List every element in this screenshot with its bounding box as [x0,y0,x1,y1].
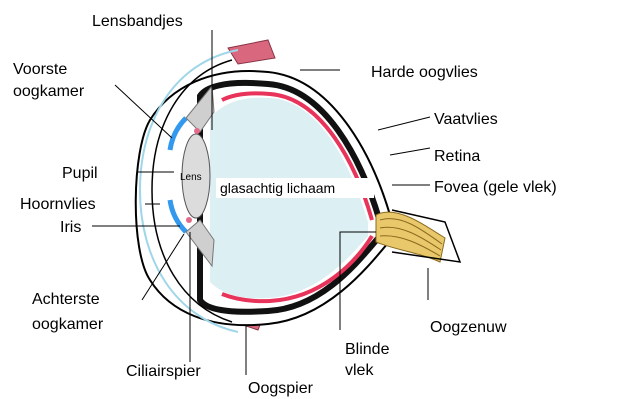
label-fovea: Fovea (gele vlek) [434,179,557,196]
label-lens: Lens [180,172,202,183]
label-oogspier: Oogspier [248,380,314,397]
label-achterste-oogkamer-2: oogkamer [32,316,104,333]
label-glasachtig-lichaam: glasachtig lichaam [220,180,335,196]
label-voorste-oogkamer-2: oogkamer [13,83,85,100]
label-ciliairspier: Ciliairspier [126,363,201,380]
label-blinde-vlek-1: Blinde [345,341,390,358]
label-retina: Retina [434,148,480,165]
upper-eye-muscle [228,40,275,64]
label-vaatvlies: Vaatvlies [434,111,498,128]
label-blinde-vlek-2: vlek [345,362,374,379]
label-oogzenuw: Oogzenuw [430,319,507,336]
label-iris: Iris [60,219,81,236]
label-pupil: Pupil [62,165,98,182]
label-hoornvlies: Hoornvlies [20,196,96,213]
label-lensbandjes: Lensbandjes [92,13,183,30]
label-voorste-oogkamer-1: Voorste [13,61,67,78]
leader-vaatvlies [378,117,430,130]
leader-retina [390,148,430,155]
lens-ligament-upper [194,128,200,134]
label-harde-oogvlies: Harde oogvlies [371,64,478,81]
lens-ligament-lower [186,217,192,223]
label-achterste-oogkamer-1: Achterste [32,291,100,308]
